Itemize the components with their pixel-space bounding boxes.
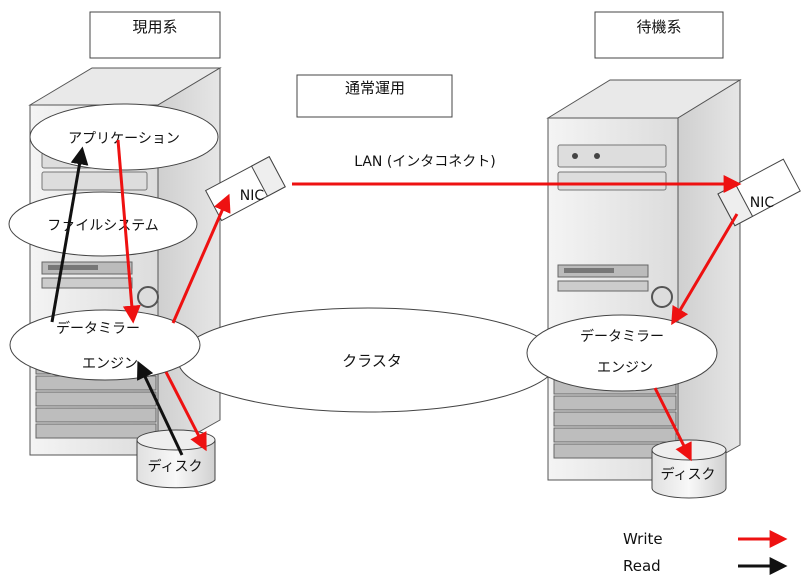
lan-label: LAN (インタコネクト) xyxy=(354,154,496,170)
standby-disk-label: ディスク xyxy=(660,466,715,483)
cluster-label: クラスタ xyxy=(342,352,402,370)
standby-title-box: 待機系 xyxy=(594,11,724,59)
mode-title-box: 通常運用 xyxy=(296,74,453,118)
active-title-box: 現用系 xyxy=(89,11,221,59)
application-layer: アプリケーション xyxy=(29,103,219,171)
write-arrow-app-to-engine xyxy=(116,139,141,324)
write-arrow-nic-to-engine xyxy=(671,213,739,326)
read-arrows xyxy=(50,146,184,456)
active-disk-label: ディスク xyxy=(147,458,202,475)
legend: Write Read xyxy=(623,530,788,575)
active-mirror-engine: データミラー エンジン xyxy=(9,309,201,381)
standby-mirror-engine-line1: データミラー xyxy=(580,328,664,345)
write-arrow-engine-to-nic xyxy=(171,193,231,324)
standby-server xyxy=(546,79,742,481)
read-arrow-disk-to-engine xyxy=(137,360,184,456)
write-arrow-engine-to-standby-disk xyxy=(653,387,692,462)
standby-title: 待機系 xyxy=(636,18,681,36)
filesystem-label: ファイルシステム xyxy=(47,218,159,234)
mode-title: 通常運用 xyxy=(345,79,405,97)
application-label: アプリケーション xyxy=(68,131,180,147)
active-mirror-engine-line1: データミラー xyxy=(56,320,140,337)
legend-read-label: Read xyxy=(623,557,661,575)
active-title: 現用系 xyxy=(132,18,177,36)
write-arrows xyxy=(116,139,742,462)
standby-nic-label: NIC xyxy=(750,195,775,211)
active-disk: ディスク xyxy=(136,429,216,489)
active-mirror-engine-line2: エンジン xyxy=(82,356,138,372)
standby-mirror-engine: データミラー エンジン xyxy=(526,314,718,392)
standby-disk: ディスク xyxy=(651,439,727,499)
standby-nic xyxy=(717,158,801,227)
standby-mirror-engine-line2: エンジン xyxy=(597,360,653,376)
filesystem-layer: ファイルシステム xyxy=(8,191,198,257)
cluster: クラスタ xyxy=(177,307,559,413)
active-nic-label: NIC xyxy=(240,188,265,204)
read-arrow-engine-to-app xyxy=(50,146,89,323)
legend-write-label: Write xyxy=(623,530,663,548)
write-arrow-engine-to-active-disk xyxy=(164,371,207,452)
